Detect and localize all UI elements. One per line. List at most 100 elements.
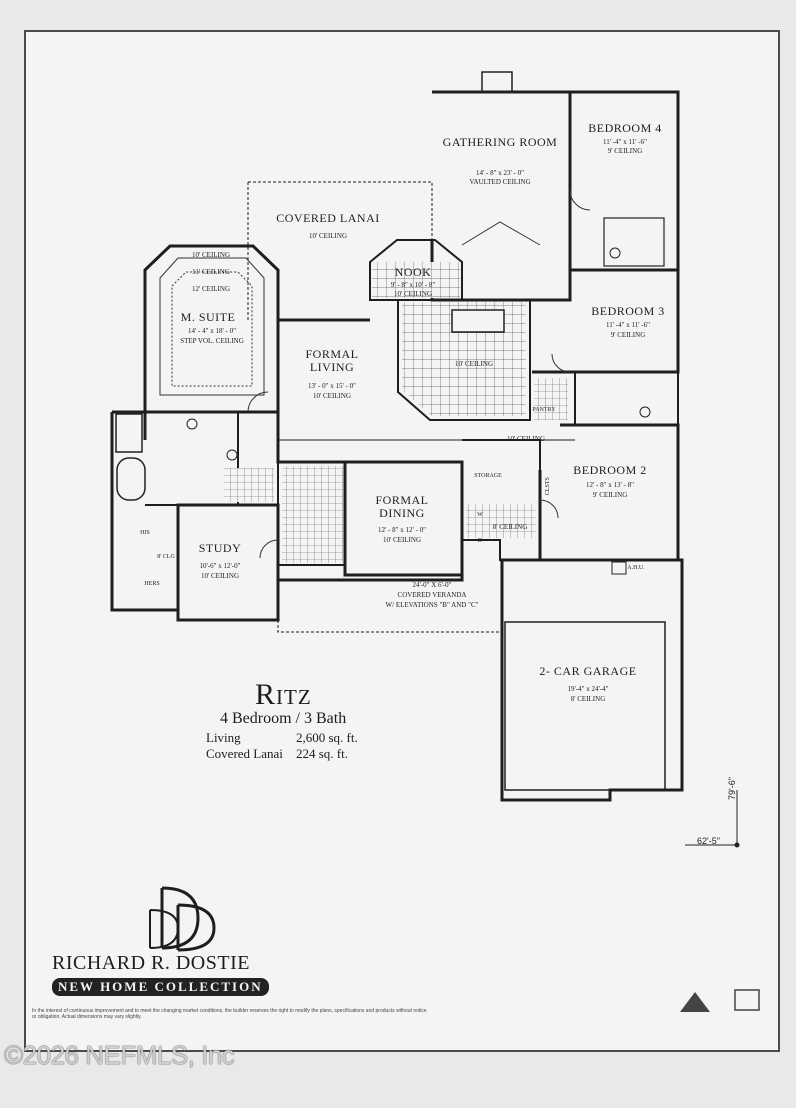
collection-banner: NEW HOME COLLECTION [52,978,269,996]
dining-walls [343,462,462,577]
room-ceiling-lanai: 10' CEILING [308,232,348,240]
room-ceiling-dining: 10' CEILING [382,536,422,544]
garage-door-line [504,621,666,791]
fireplace [481,71,513,93]
dryer-label: D [477,538,483,544]
area-value: 224 sq. ft. [296,746,348,761]
room-ceiling-bedroom4: 9' CEILING [607,147,643,155]
room-label-bedroom4: BEDROOM 4 [588,121,662,135]
suite-bath-tile [224,468,274,502]
veranda-outline [277,580,500,633]
room-ceiling-living: 10' CEILING [312,392,352,400]
his-closet-label: HIS [140,530,150,536]
bath3-tile [534,378,568,420]
door-swing-2 [259,539,279,559]
overall-depth: 79'-6" [727,777,737,800]
hers-closet-label: HERS [144,581,160,587]
door-swing-4 [539,499,559,519]
toilet-3 [609,247,621,259]
nook-tile [372,262,460,298]
lanai-outline [247,181,433,320]
room-label-suite: M. SUITE [180,310,236,324]
room-label-bedroom2: BEDROOM 2 [573,463,647,477]
door-swing-5 [569,189,591,211]
room-size-nook: 9' - 8" x 10' - 8" [390,281,436,289]
room-label-lanai: COVERED LANAI [276,211,380,225]
storage-label: STORAGE [474,473,502,479]
nook-walls [369,239,463,301]
equal-housing-logo [734,989,760,1011]
room-size-study: 10'-6" x 12'-0" [199,562,241,570]
room-label-garage: 2- CAR GARAGE [539,664,637,678]
veranda-size: 24'-0" X 6'-0" [412,581,452,589]
brand-name: RICHARD R. DOSTIE [52,952,250,974]
veranda-note: W/ ELEVATIONS "B" AND "C" [385,601,479,609]
room-ceiling-gathering: VAULTED CEILING [469,178,531,186]
ahu-label: A.H.U. [627,565,645,571]
garage-walls [500,558,684,802]
plan-name: Ritz [255,678,312,711]
room-label-living: FORMAL LIVING [305,347,359,374]
bath-walls [574,371,679,426]
toilet-4 [639,406,651,418]
room-label-study: STUDY [198,541,242,555]
bath4-fixtures [603,217,665,267]
veranda-label: COVERED VERANDA [397,591,467,599]
room-size-bedroom2: 12' - 8" x 13' - 8" [586,481,634,489]
foyer-tile [282,466,343,563]
suite-ceiling-10: 10' CEILING [191,251,231,259]
area-row-lanai: Covered Lanai 224 sq. ft. [206,746,440,762]
toilet-1 [186,418,198,430]
room-ceiling-bedroom2: 9' CEILING [592,491,628,499]
hall-ceiling: 10' CEILING [506,435,546,443]
room-label-nook: NOOK [394,265,432,279]
room-ceiling-garage: 8' CEILING [570,695,606,703]
room-size-bedroom4: 11' -4" x 11' -6" [603,138,647,146]
floor-plan-sheet [24,30,780,1052]
room-label-bedroom3: BEDROOM 3 [591,304,665,318]
west-wing-walls [110,410,278,612]
monogram-logo [149,886,216,952]
shower [115,413,143,453]
area-row-living: Living 2,600 sq. ft. [206,730,440,746]
overall-width: 62'-5" [697,836,720,846]
room-label-dining: FORMAL DINING [375,493,429,520]
room-size-garage: 19'-4" x 24'-4" [567,685,609,693]
suite-ceiling-11: 11' CEILING [192,268,230,276]
closet-label: CLSTS [544,477,551,496]
suite-ceiling-12: 12' CEILING [191,285,231,293]
room-size-gathering: 14' - 8" x 23' - 0" [476,169,524,177]
room-label-gathering: GATHERING ROOM [442,135,558,149]
ahu-box [611,561,627,575]
copyright-watermark: ©2026 NEFMLS, Inc [4,1040,235,1070]
room-size-dining: 12' - 8" x 12' - 0" [378,526,426,534]
brand-block: RICHARD R. DOSTIE NEW HOME COLLECTION [52,952,269,996]
toilet-2 [226,449,238,461]
area-label: Living [206,730,241,745]
suite-step-1 [159,257,265,396]
area-value: 2,600 sq. ft. [296,730,358,745]
room-ceiling-suite: STEP VOL. CEILING [180,337,244,345]
living-walls [276,318,464,582]
kitchen-ceiling: 10' CEILING [454,360,494,368]
island [451,309,505,333]
room-ceiling-bedroom3: 9' CEILING [610,331,646,339]
disclaimer-text: In the interest of continuous improvemen… [32,1008,427,1021]
door-swing-1 [247,391,269,413]
dimension-origin [734,842,740,848]
bed-bath-count: 4 Bedroom / 3 Bath [220,710,347,727]
room-ceiling-nook: 10' CEILING [393,290,433,298]
title-block: Ritz 4 Bedroom / 3 Bath Living 2,600 sq.… [200,678,440,762]
foyer-tile-walls [277,462,345,566]
washer-label: W [477,512,483,518]
door-swing-3 [551,353,571,373]
laundry-ceiling: 8' CEILING [492,523,528,531]
laundry-tile [466,504,536,538]
kitchen-walls [397,299,531,421]
room-size-bedroom3: 11' -4" x 11' -6" [606,321,650,329]
area-label: Covered Lanai [206,746,283,761]
utility-walls [462,439,541,561]
bedroom3-walls [532,268,680,374]
pantry-label: PANTRY [532,407,556,413]
